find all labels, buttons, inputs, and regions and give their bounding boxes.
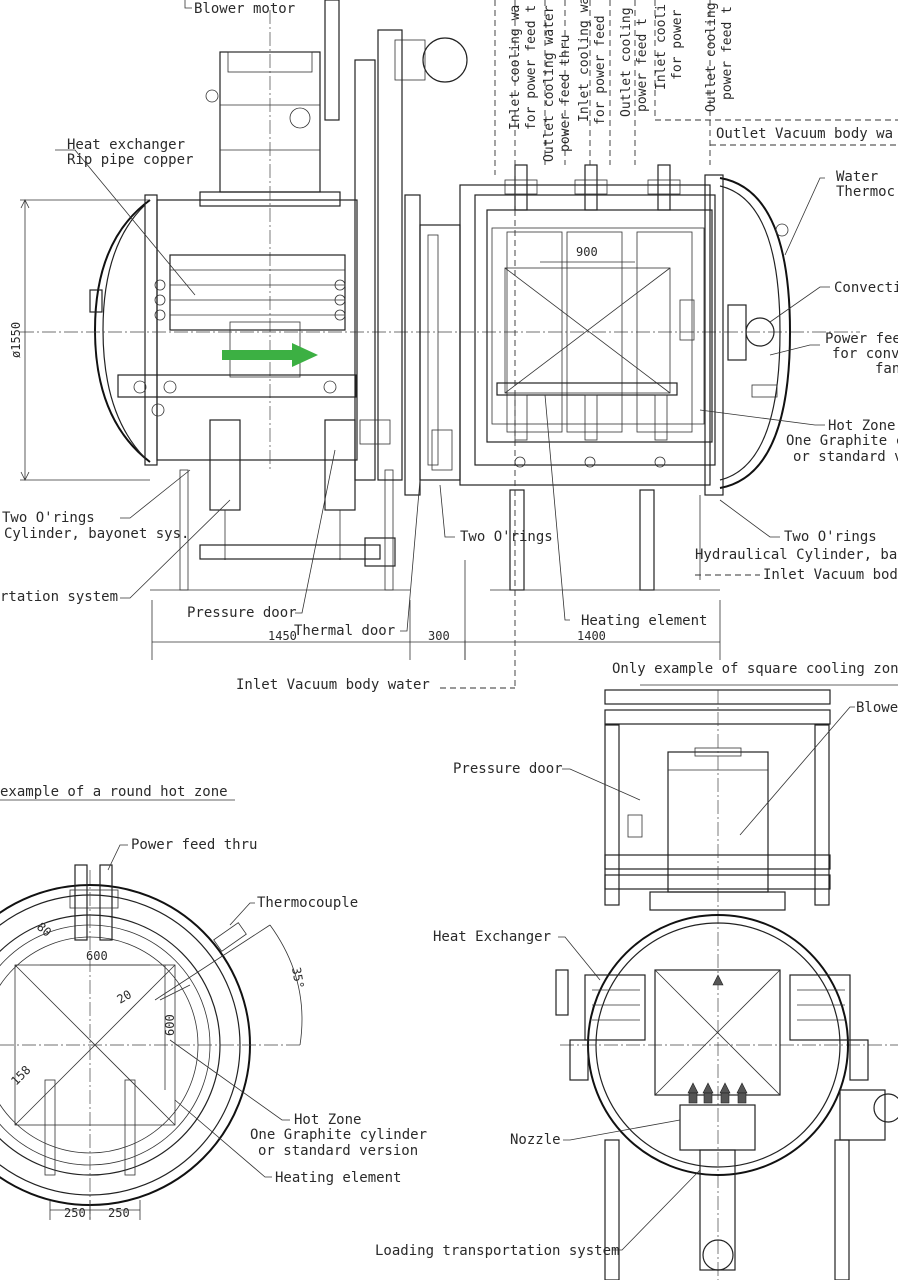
label-hot-zone-standard: or standard v (793, 449, 898, 465)
vlabel-inlet-cooli-3: Inlet cooli (654, 4, 669, 90)
label-heat-exchanger: Heat exchanger (67, 137, 185, 153)
label-blower-motor: Blower motor (194, 1, 295, 17)
label-inlet-vacuum-right: Inlet Vacuum bod (763, 567, 898, 583)
label-heating-element-top: Heating element (581, 613, 707, 629)
label-fan: fan (875, 361, 898, 377)
label-thermocouple-top: Thermoc (836, 184, 895, 200)
label-hot-zone: Hot Zone (828, 418, 895, 434)
label-thermal-door: Thermal door (294, 623, 395, 639)
vlabel-power-feed-t-2: power feed t (635, 18, 650, 112)
square-cooling-zone-section (555, 689, 898, 1280)
dim-900: 900 (576, 245, 598, 259)
label-hot-zone-round-standard: or standard version (258, 1143, 418, 1159)
label-power-feed-round: Power feed thru (131, 837, 257, 853)
dimension-labels: ø1550 900 1450 300 1400 600 600 80 20 15… (8, 245, 606, 1220)
leader-lines-round (107, 844, 290, 1178)
label-two-orings-mid: Two O'rings (460, 529, 553, 545)
vertical-pipe-labels: Inlet cooling wa for power feed t Outlet… (508, 0, 735, 162)
label-hot-zone-graphite: One Graphite c (786, 433, 898, 449)
label-hot-zone-round-graphite: One Graphite cylinder (250, 1127, 427, 1143)
vlabel-outlet-cooling-2: Outlet cooling (619, 7, 634, 117)
label-thermocouple-round: Thermocouple (257, 895, 358, 911)
label-for-conv: for conve (832, 346, 898, 362)
label-rip-pipe-copper: Rip pipe copper (67, 152, 193, 168)
dim-diameter: ø1550 (9, 322, 23, 358)
label-pressure-door-right: Pressure door (453, 761, 563, 777)
label-heat-exchanger-right: Heat Exchanger (433, 929, 551, 945)
vlabel-outlet-cooling-3: Outlet cooling (704, 2, 719, 112)
label-hydraulic-cylinder: Hydraulical Cylinder, bayon (695, 547, 898, 563)
label-loading-transport: Loading transportation system (375, 1243, 619, 1259)
label-pressure-door-top: Pressure door (187, 605, 297, 621)
gas-flow-arrow (222, 343, 318, 367)
dim-80: 80 (34, 920, 54, 940)
label-water: Water (836, 169, 878, 185)
label-inlet-vacuum-bottom: Inlet Vacuum body water (236, 677, 430, 693)
round-hot-zone-section (0, 864, 303, 1220)
label-two-orings-right: Two O'rings (784, 529, 877, 545)
dim-158: 158 (8, 1063, 33, 1088)
dim-600-horizontal: 600 (86, 949, 108, 963)
dim-20: 20 (115, 987, 135, 1006)
vlabel-for-power-feed-1: for power feed t (524, 5, 539, 130)
label-nozzle: Nozzle (510, 1132, 561, 1148)
label-heating-element-round: Heating element (275, 1170, 401, 1186)
label-cylinder-bayonet: Cylinder, bayonet sys. (4, 526, 189, 542)
label-outlet-vacuum: Outlet Vacuum body wa (716, 126, 893, 142)
vlabel-power-feed-thru: power feed thru (558, 35, 573, 152)
label-square-zone-title: Only example of square cooling zone (612, 661, 898, 677)
vlabel-power-feed-t-3: power feed t (720, 6, 735, 100)
leader-lines-square (0, 684, 898, 1251)
label-convection: Convecti (834, 280, 898, 296)
vlabel-inlet-cooling-1: Inlet cooling wa (508, 5, 523, 130)
dim-600-vertical: 600 (163, 1014, 177, 1036)
leader-lines-top (55, 0, 830, 632)
dim-1450: 1450 (268, 629, 297, 643)
dim-250-b: 250 (108, 1206, 130, 1220)
label-two-orings-left: Two O'rings (2, 510, 95, 526)
furnace-side-elevation (20, 0, 898, 689)
vlabel-for-power-3: for power (670, 9, 685, 80)
dim-300: 300 (428, 629, 450, 643)
dim-angle-35: 35° (289, 966, 307, 990)
label-hot-zone-round: Hot Zone (294, 1112, 361, 1128)
label-blower-right: Blowe (856, 700, 898, 716)
label-transportation-system: rtation system (0, 589, 118, 605)
dim-1400: 1400 (577, 629, 606, 643)
dim-250-a: 250 (64, 1206, 86, 1220)
vlabel-for-power-feed-2: for power feed (593, 15, 608, 125)
vlabel-inlet-cooling-2: Inlet cooling wa (577, 0, 592, 122)
label-round-zone-title: example of a round hot zone (0, 784, 228, 800)
vlabel-outlet-cooling-water: Outlet cooling water (542, 5, 557, 162)
label-power-feed-conv: Power fee (825, 331, 898, 347)
